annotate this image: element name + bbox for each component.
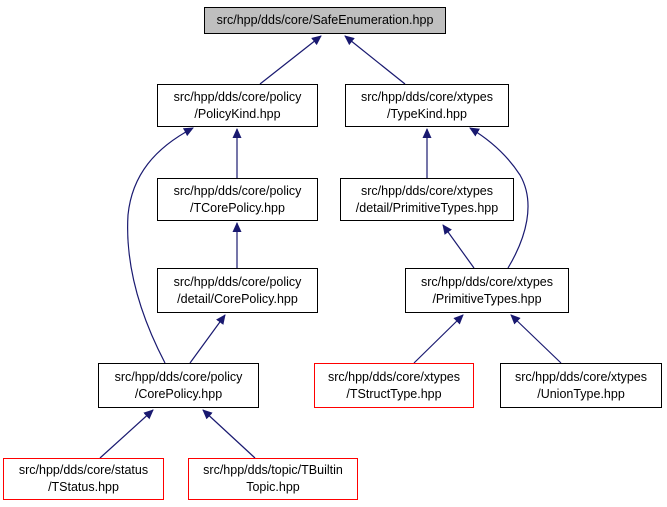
node-tstatus[interactable]: src/hpp/dds/core/status /TStatus.hpp (3, 458, 164, 500)
edge-tstructtype-to-primitivetypes (413, 314, 464, 364)
node-detail-primitive-types[interactable]: src/hpp/dds/core/xtypes /detail/Primitiv… (340, 178, 514, 221)
node-tcore-policy[interactable]: src/hpp/dds/core/policy /TCorePolicy.hpp (157, 178, 318, 221)
node-label-line2: /PrimitiveTypes.hpp (432, 291, 542, 306)
node-label-line2: /TCorePolicy.hpp (190, 200, 285, 215)
node-type-kind[interactable]: src/hpp/dds/core/xtypes /TypeKind.hpp (345, 84, 509, 127)
edge-corepolicy-to-detailcorepolicy (189, 314, 226, 364)
node-label-line1: src/hpp/dds/core/xtypes (420, 274, 553, 289)
node-label: src/hpp/dds/core/SafeEnumeration.hpp (216, 13, 434, 27)
node-label-line2: /CorePolicy.hpp (134, 386, 223, 401)
node-label-line2: Topic.hpp (246, 480, 300, 494)
node-tstruct-type[interactable]: src/hpp/dds/core/xtypes /TStructType.hpp (314, 363, 474, 408)
edge-tstatus-to-corepolicy (99, 409, 154, 459)
node-primitive-types[interactable]: src/hpp/dds/core/xtypes /PrimitiveTypes.… (405, 268, 569, 313)
node-label-line2: /TypeKind.hpp (387, 106, 467, 121)
node-label-line1: src/hpp/dds/core/xtypes (327, 369, 460, 384)
node-label-line1: src/hpp/dds/core/xtypes (360, 183, 493, 198)
node-label-line1: src/hpp/dds/topic/TBuiltin (203, 463, 343, 477)
node-safe-enumeration[interactable]: src/hpp/dds/core/SafeEnumeration.hpp (204, 7, 446, 34)
edge-typekind-to-safeenumeration (344, 35, 406, 85)
edge-tbuiltintopic-to-corepolicy (202, 409, 256, 459)
node-label-line1: src/hpp/dds/core/policy (114, 369, 243, 384)
edge-uniontype-to-primitivetypes (510, 314, 562, 364)
node-label-line2: /PolicyKind.hpp (194, 106, 281, 121)
node-tbuiltin-topic[interactable]: src/hpp/dds/topic/TBuiltin Topic.hpp (188, 458, 358, 500)
node-label-line1: src/hpp/dds/core/policy (173, 89, 302, 104)
node-label-line1: src/hpp/dds/core/status (18, 463, 149, 477)
node-label-line2: /detail/CorePolicy.hpp (177, 291, 298, 306)
node-label-line2: /detail/PrimitiveTypes.hpp (355, 200, 499, 215)
node-label-line1: src/hpp/dds/core/policy (173, 183, 302, 198)
node-core-policy[interactable]: src/hpp/dds/core/policy /CorePolicy.hpp (98, 363, 259, 408)
node-label-line1: src/hpp/dds/core/xtypes (360, 89, 493, 104)
edge-primitivetypes-to-typekind (469, 127, 529, 269)
edge-primitivetypes-to-detailprimitivetypes (442, 224, 475, 269)
node-label-line1: src/hpp/dds/core/policy (173, 274, 302, 289)
node-union-type[interactable]: src/hpp/dds/core/xtypes /UnionType.hpp (500, 363, 662, 408)
node-label-line1: src/hpp/dds/core/xtypes (514, 369, 647, 384)
edge-corepolicy-to-policykind (127, 127, 194, 364)
node-label-line2: /UnionType.hpp (537, 386, 625, 401)
edge-policykind-to-safeenumeration (259, 35, 322, 85)
node-label-line2: /TStatus.hpp (48, 480, 119, 494)
node-policy-kind[interactable]: src/hpp/dds/core/policy /PolicyKind.hpp (157, 84, 318, 127)
node-label-line2: /TStructType.hpp (346, 386, 442, 401)
node-detail-core-policy[interactable]: src/hpp/dds/core/policy /detail/CorePoli… (157, 268, 318, 313)
